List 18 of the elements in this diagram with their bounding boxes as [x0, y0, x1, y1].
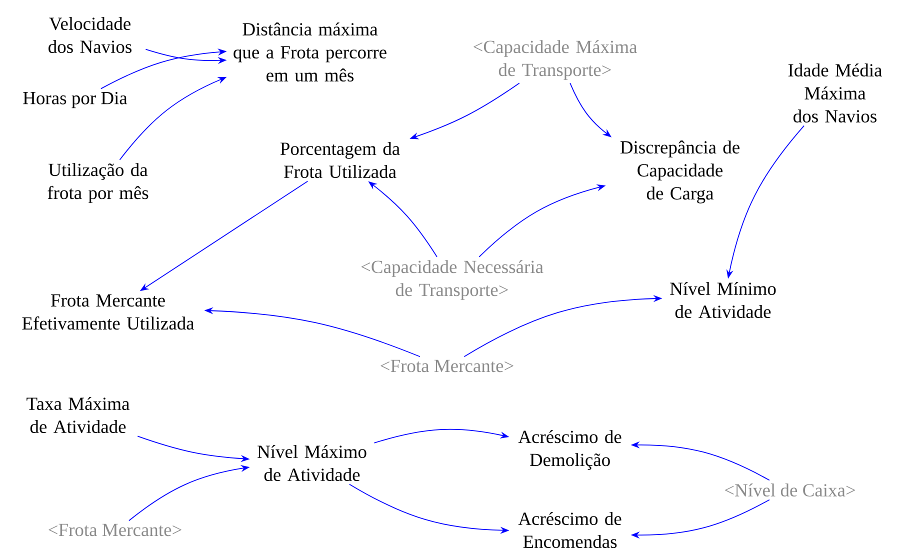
variable-label: Taxa Máxima de Atividade	[26, 396, 130, 434]
shadow-variable-label: <Capacidade Necessária de Transporte>	[361, 260, 544, 300]
variable-label: Utilização da frota por mês	[48, 163, 148, 203]
variable-label: Frota Mercante Efetivamente Utilizada	[22, 294, 194, 330]
variable-label: Nível Máximo de Atividade	[258, 444, 366, 482]
variable-label: Distância máxima que a Frota percorre em um mês	[234, 22, 386, 82]
shadow-variable-label: <Capacidade Máxima de Transporte>	[474, 40, 638, 80]
variable-label: Nível Mínimo de Atividade	[670, 282, 776, 318]
variable-label: Idade Média Máxima dos Navios	[788, 63, 882, 123]
variable-label: Acréscimo de Demolição	[518, 430, 622, 470]
shadow-variable-label: <Frota Mercante>	[48, 524, 182, 536]
variable-label: Horas por Dia	[23, 92, 128, 108]
variable-label: Porcentagem da Frota Utilizada	[280, 142, 400, 178]
variable-label: Velocidade dos Navios	[48, 16, 132, 53]
variable-label: Acréscimo de Encomendas	[518, 512, 622, 548]
shadow-variable-label: <Nível de Caixa>	[725, 483, 856, 497]
variable-label: Discrepância de Capacidade de Carga	[620, 140, 740, 204]
shadow-variable-label: <Frota Mercante>	[380, 360, 514, 372]
